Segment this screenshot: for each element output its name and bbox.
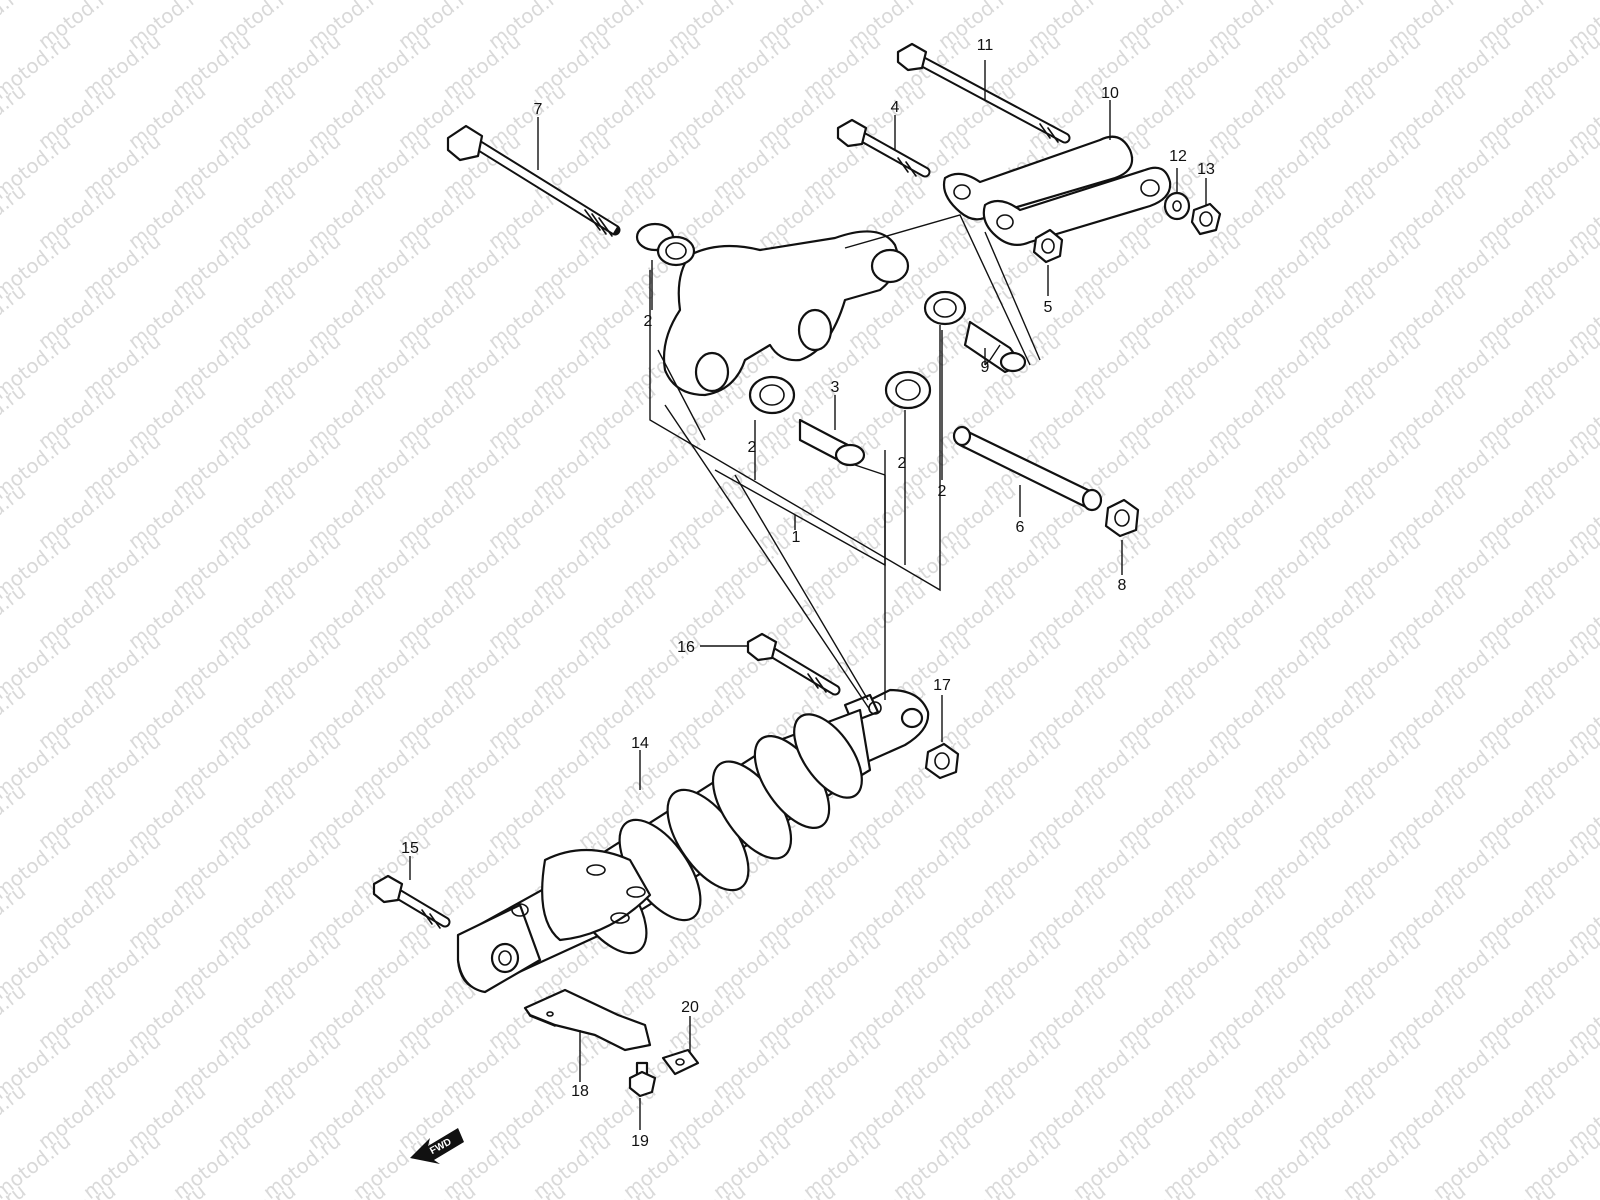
label-19: 19 <box>631 1133 649 1150</box>
spacer-9 <box>963 320 1027 374</box>
label-15: 15 <box>401 840 419 857</box>
label-20: 20 <box>681 999 699 1016</box>
callout-labels: 1 2 2 2 2 3 4 5 6 7 8 9 10 11 12 13 14 1… <box>401 37 1215 1150</box>
label-9: 9 <box>981 359 990 376</box>
watermark-text: motod.ru <box>0 979 30 1054</box>
watermark-text: motod.ru <box>0 679 30 754</box>
watermark-text: motod.ru <box>0 1079 30 1154</box>
label-1: 1 <box>792 529 801 546</box>
clip-nut-20 <box>661 1048 700 1076</box>
watermark-text: motod.ru <box>1203 1179 1290 1200</box>
rear-shock-absorber-14 <box>456 688 930 994</box>
watermark-text: motod.ru <box>483 1179 570 1200</box>
watermark-text: motod.ru <box>303 1179 390 1200</box>
spacer-6 <box>952 425 1103 512</box>
label-18: 18 <box>571 1083 589 1100</box>
label-16: 16 <box>677 639 695 656</box>
nut-5 <box>1032 228 1064 264</box>
watermark-text: motod.ru <box>0 579 30 654</box>
watermark-text: motod.ru <box>1563 1179 1600 1200</box>
spacer-3 <box>798 418 866 467</box>
label-12: 12 <box>1169 148 1187 165</box>
bolt-7 <box>446 124 621 237</box>
label-7: 7 <box>534 101 543 118</box>
bolt-16 <box>746 632 841 696</box>
watermark-text: motod.ru <box>1023 1179 1110 1200</box>
label-10: 10 <box>1101 85 1119 102</box>
watermark-text: motod.ru <box>933 1179 1020 1200</box>
watermark-text: motod.ru <box>1473 1179 1560 1200</box>
watermark-text: motod.ru <box>1383 1179 1470 1200</box>
label-2b: 2 <box>748 439 757 456</box>
nut-17 <box>924 742 960 780</box>
watermark-text: motod.ru <box>843 1179 930 1200</box>
watermark-text: motod.ru <box>0 479 30 554</box>
watermark-text: motod.ru <box>573 1179 660 1200</box>
label-2d: 2 <box>938 483 947 500</box>
watermark-text: motod.ru <box>0 179 30 254</box>
label-11: 11 <box>977 37 994 54</box>
bearing-2-right-lower <box>884 370 932 410</box>
nut-13 <box>1190 202 1222 236</box>
label-8: 8 <box>1118 577 1127 594</box>
label-6: 6 <box>1016 519 1025 536</box>
nut-8 <box>1104 498 1140 538</box>
cushion-lever <box>662 230 910 397</box>
label-2c: 2 <box>898 455 907 472</box>
watermark-text: motod.ru <box>0 879 30 954</box>
cushion-rod-10 <box>942 135 1172 247</box>
label-5: 5 <box>1044 299 1053 316</box>
label-4: 4 <box>891 99 900 116</box>
label-3: 3 <box>831 379 840 396</box>
screw-19 <box>628 1061 657 1098</box>
watermark-text: motod.ru <box>0 0 30 54</box>
label-17: 17 <box>933 677 951 694</box>
watermark-text: motod.ru <box>0 379 30 454</box>
watermark-text: motod.ru <box>1293 1179 1380 1200</box>
watermark-text: motod.ru <box>663 1179 750 1200</box>
bolt-11 <box>896 42 1071 144</box>
bearing-2-center <box>748 375 796 415</box>
bolt-4 <box>836 118 931 178</box>
leader-lines <box>409 60 1207 1130</box>
watermark-text: motod.ru <box>0 279 30 354</box>
bearing-2-right <box>923 290 967 326</box>
washer-12 <box>1163 191 1191 221</box>
cover-18 <box>523 988 652 1052</box>
bolt-15 <box>372 874 451 929</box>
watermark-text: motod.ru <box>393 1179 480 1200</box>
label-13: 13 <box>1197 161 1215 178</box>
bearing-2-top-left <box>635 222 696 267</box>
label-14: 14 <box>631 735 649 752</box>
watermark-text: motod.ru <box>0 779 30 854</box>
watermark-text: motod.ru <box>753 1179 840 1200</box>
watermark-text: motod.ru <box>0 79 30 154</box>
watermark-text: motod.ru <box>123 1179 210 1200</box>
watermark-text: motod.ru <box>33 1179 120 1200</box>
watermark-text: motod.ru <box>213 1179 300 1200</box>
label-2a: 2 <box>644 313 653 330</box>
watermark-text: motod.ru <box>1113 1179 1200 1200</box>
